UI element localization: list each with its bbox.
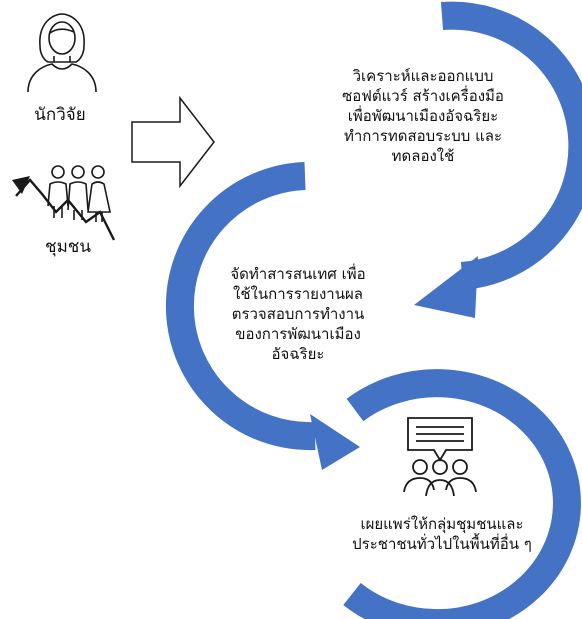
step-3-text: เผยแพร่ให้กลุ่มชุมชนและ ประชาชนทั่วไปในพ… [352, 515, 532, 553]
step-2-text: จัดทำสารสนเทศ เพื่อ ใช้ในการรายงานผล ตรว… [230, 265, 366, 363]
cycle-arc-2 [165, 162, 360, 470]
community-people-icon [12, 165, 116, 241]
right-outline-arrow-icon [131, 95, 215, 189]
cycle-arc-1 [414, 1, 582, 318]
step-1-text: วิเคราะห์และออกแบบ ซอฟต์แวร์ สร้างเครื่อ… [342, 67, 504, 165]
researcher-woman-icon [27, 13, 97, 93]
community-label: ชุมชน [45, 237, 91, 257]
researcher-label: นักวิจัย [34, 105, 86, 125]
group-discussion-icon [403, 417, 477, 497]
cycle-arc-3 [343, 369, 581, 619]
